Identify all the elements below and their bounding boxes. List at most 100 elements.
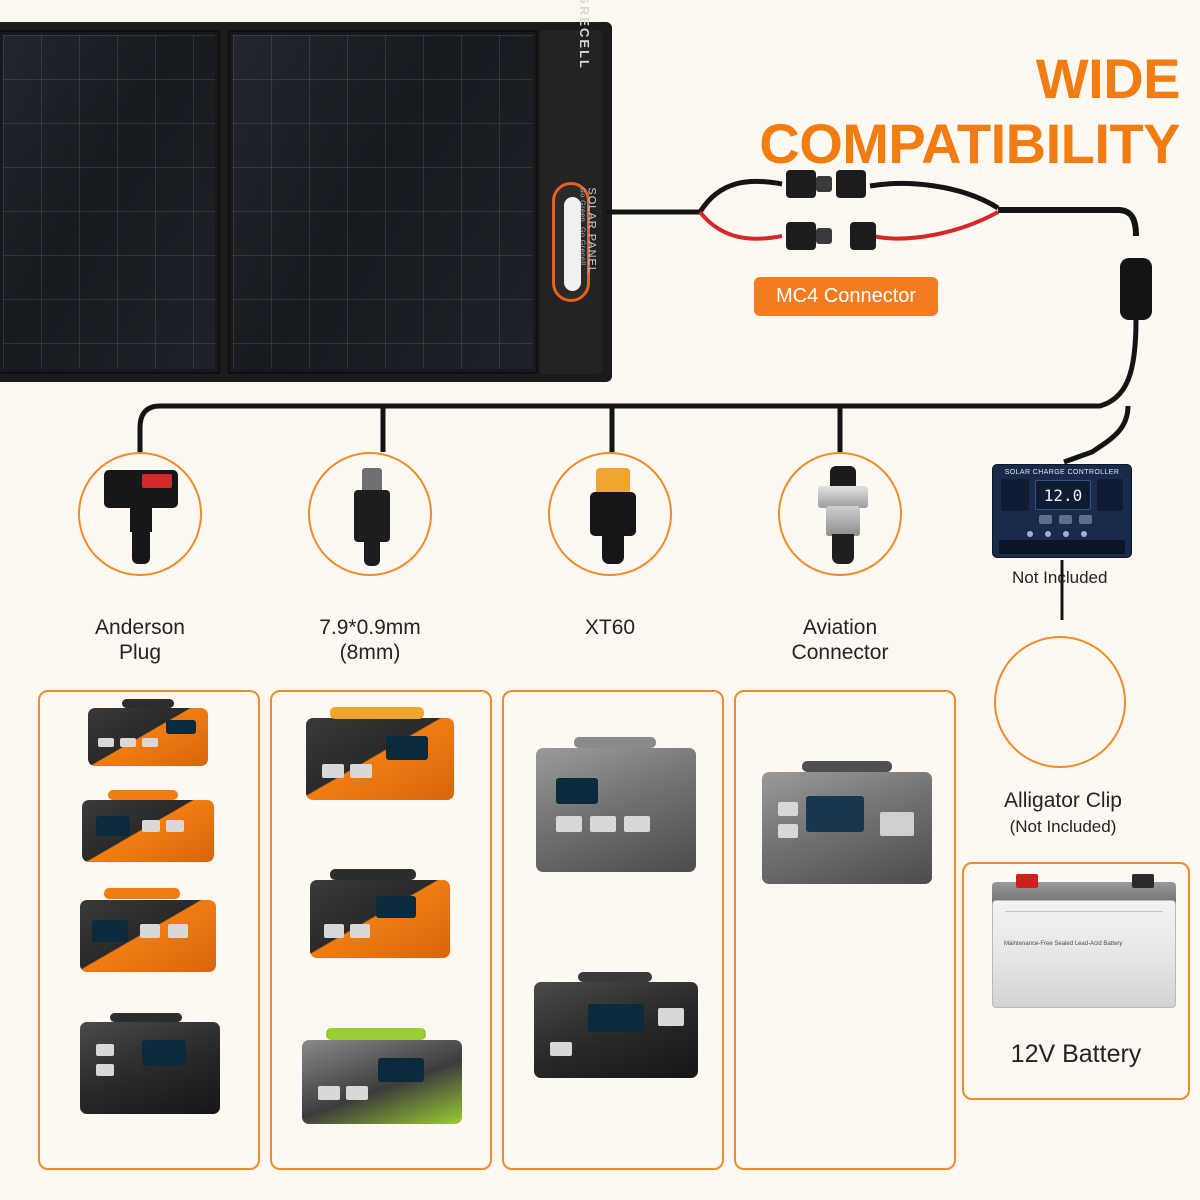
panel-label-text: SOLAR PANEL [586,187,598,274]
device-box-aviation [734,690,956,1170]
connector-caption-line1: Anderson [95,616,185,639]
xt60-housing-icon [596,468,630,496]
controller-terminal-block [999,540,1125,554]
solar-panel: GRECELL SOLAR PANEL Go Green, Go Grecell [0,0,612,382]
device-handle [574,737,656,748]
device-ecoflow-delta [536,737,696,872]
device-port [550,1042,572,1056]
device-handle [330,869,416,880]
device-ecoflow-river [534,972,698,1078]
device-box-battery: Maintenance-Free Sealed Lead-Acid Batter… [962,862,1190,1100]
device-handle [330,707,424,719]
alligator-clip-caption: Alligator Clip (Not Included) [968,788,1158,838]
anderson-red-contact [142,474,172,488]
aviation-knurled-ring [818,486,868,508]
connector-caption-line2: (8mm) [339,640,401,664]
aviation-cable [832,534,854,564]
device-port [350,764,372,778]
controller-button-3[interactable] [1079,515,1092,524]
battery-negative-terminal [1132,874,1154,888]
device-screen [96,816,130,836]
panel-tagline: Go Green, Go Grecell [579,187,586,266]
device-box-anderson [38,690,260,1170]
device-orange-compact [310,869,450,958]
device-port [142,820,160,832]
device-screen [378,1058,424,1082]
device-port [590,816,616,832]
dc-barrel-cable [364,540,380,566]
device-port [658,1008,684,1026]
device-port [346,1086,368,1100]
controller-led-3 [1063,531,1069,537]
device-port [142,738,158,747]
device-port [318,1086,340,1100]
controller-title: SOLAR CHARGE CONTROLLER [1004,469,1120,476]
controller-led-2 [1045,531,1051,537]
alligator-clip-circle [994,636,1126,768]
device-screen [386,736,428,760]
controller-led-1 [1027,531,1033,537]
device-port [324,924,344,938]
device-screen [376,896,416,918]
controller-button-2[interactable] [1059,515,1072,524]
device-handle [802,761,892,772]
battery-divider [1005,911,1163,912]
connector-caption-line2: Connector [791,640,889,664]
device-bluetti-station [762,761,932,884]
alligator-clip-note: (Not Included) [1009,817,1117,837]
battery-top-cover [992,882,1176,904]
device-port [322,764,344,778]
mc4-label: MC4 Connector [754,277,939,316]
controller-left-panel [1001,479,1029,511]
device-handle [110,1013,182,1022]
aviation-body [826,506,860,536]
device-green-handle-station [302,1028,462,1124]
device-port [120,738,136,747]
connector-caption-aviation: Aviation Connector [730,616,950,666]
device-box-xt60 [502,690,724,1170]
panel-wing-right [228,30,538,374]
device-screen [166,720,196,734]
device-port [350,924,370,938]
dc-barrel-body [354,490,390,542]
anderson-neck [130,506,152,532]
connector-circle-dc [308,452,432,576]
device-grecell-t1000 [80,888,216,972]
device-grecell-black-station [80,1013,220,1114]
device-handle [578,972,652,982]
device-port [880,812,914,836]
device-grecell-t300 [88,699,208,766]
device-port [96,1064,114,1076]
device-port [624,816,650,832]
xt60-cable [602,534,624,564]
device-screen [92,920,128,942]
connector-caption-line1: 7.9*0.9mm [319,616,421,639]
connector-circle-aviation [778,452,902,576]
battery-caption: 12V Battery [1010,1040,1142,1068]
device-port [556,816,582,832]
connector-caption-line1: Aviation [802,616,878,639]
device-handle [108,790,178,800]
solar-cells [3,35,215,369]
battery-spec-label: Maintenance-Free Sealed Lead-Acid Batter… [1004,941,1123,947]
controller-led-4 [1081,531,1087,537]
page-title: WIDE COMPATIBILITY [759,47,1180,175]
mc4-connector-art [786,170,876,250]
aviation-cap-icon [830,466,856,488]
device-screen [806,796,864,832]
anderson-cable [132,528,150,564]
panel-label: SOLAR PANEL Go Green, Go Grecell [579,187,598,274]
controller-not-included-label: Not Included [1012,568,1108,587]
alligator-clip-label: Alligator Clip [1004,789,1122,812]
brand-name: GRECELL [577,0,592,70]
device-port [98,738,114,747]
device-grecell-t500 [82,790,214,862]
panel-wing-left [0,30,220,374]
device-handle [326,1028,426,1040]
battery-positive-terminal [1016,874,1038,888]
device-handle [104,888,180,899]
device-port [778,802,798,816]
controller-button-1[interactable] [1039,515,1052,524]
device-port [96,1044,114,1056]
device-screen [588,1004,644,1032]
